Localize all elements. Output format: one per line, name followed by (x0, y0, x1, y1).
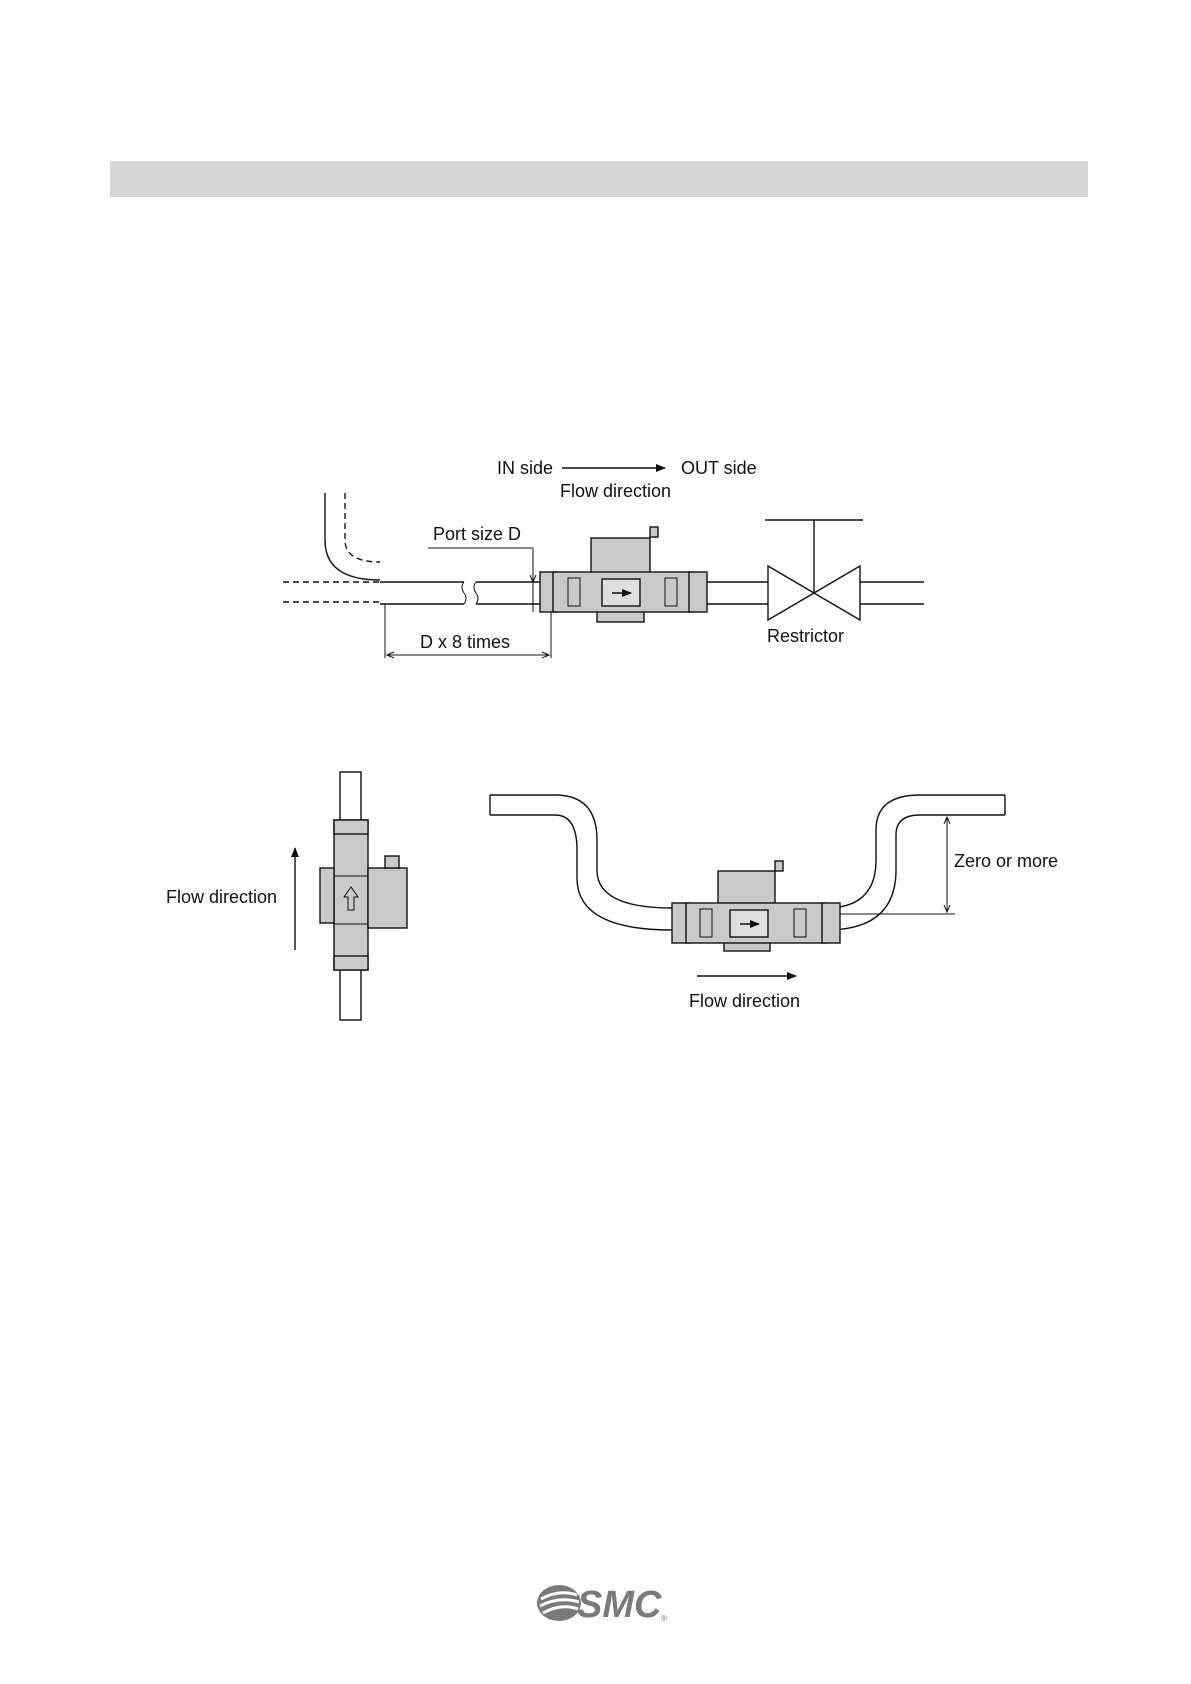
restrictor-label: Restrictor (767, 626, 844, 646)
vertical-mounting-diagram: Flow direction (166, 772, 407, 1020)
smc-logo-mark-icon (537, 1585, 581, 1621)
zero-or-more-label: Zero or more (954, 851, 1058, 871)
port-size-label: Port size D (433, 524, 521, 544)
u-flow-label: Flow direction (689, 991, 800, 1011)
vertical-flow-label: Flow direction (166, 887, 277, 907)
straight-length-label: D x 8 times (420, 632, 510, 652)
straight-piping-diagram: IN side OUT side Flow direction Port siz… (283, 458, 924, 658)
u-piping-diagram: Zero or more Flow direction (490, 795, 1058, 1011)
svg-text:®: ® (661, 1614, 667, 1623)
smc-logo-text: SMC (577, 1584, 662, 1626)
u-flow-sensor (672, 861, 840, 951)
flow-direction-label: Flow direction (560, 481, 671, 501)
restrictor-valve-icon (765, 520, 863, 620)
in-side-label: IN side (497, 458, 553, 478)
downstream-pipe (707, 582, 924, 604)
out-side-label: OUT side (681, 458, 757, 478)
upstream-pipe (380, 582, 553, 604)
smc-logo: SMC ® (535, 1575, 675, 1631)
flow-sensor (540, 527, 707, 622)
elbow-pipe (283, 493, 380, 602)
